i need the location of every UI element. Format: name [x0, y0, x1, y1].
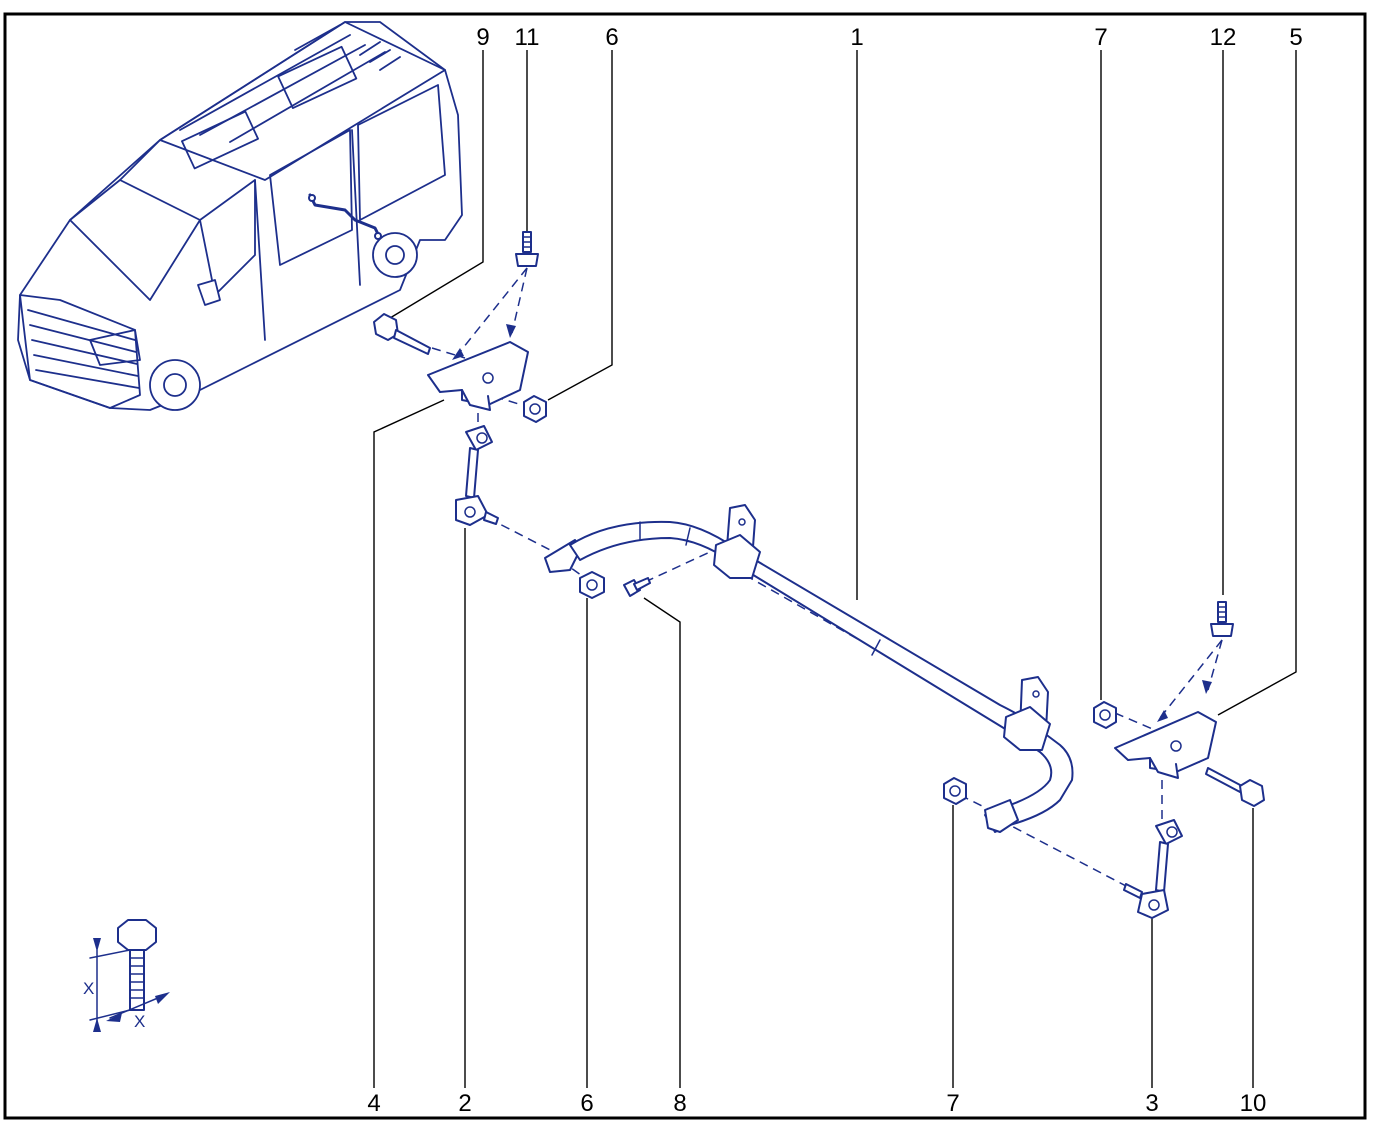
callout-6-bottom: 6	[580, 1090, 593, 1117]
stabiliser-bar-1	[544, 504, 1074, 833]
link-3	[1123, 819, 1183, 919]
callout-11: 11	[515, 24, 540, 51]
torque-x-horizontal-label: X	[134, 1012, 145, 1031]
callout-2: 2	[458, 1090, 471, 1117]
callout-7-top: 7	[1094, 24, 1107, 51]
callout-8: 8	[673, 1090, 686, 1117]
bolt-9	[373, 313, 431, 355]
nut-7-bottom	[943, 777, 967, 805]
callout-5: 5	[1289, 24, 1302, 51]
callout-12: 12	[1210, 24, 1237, 51]
bracket-5	[1114, 711, 1217, 779]
diagram-frame	[3, 12, 1367, 1120]
nut-6-top	[523, 395, 547, 423]
link-2	[455, 425, 499, 526]
torque-x-vertical-label: X	[83, 979, 94, 998]
bolt-11	[515, 231, 539, 267]
callouts-bottom: 4 2 6 8 7 3 10	[367, 1090, 1266, 1117]
assembly-lines	[431, 267, 1223, 888]
nut-7-top	[1093, 701, 1117, 729]
bolt-10	[1205, 767, 1265, 807]
torque-bolt-symbol: X X	[83, 919, 170, 1032]
callout-4: 4	[367, 1090, 380, 1117]
nut-6-bottom	[579, 571, 605, 599]
callouts-top: 9 11 6 1 7 12 5	[476, 24, 1302, 51]
callout-3: 3	[1145, 1090, 1158, 1117]
callout-1: 1	[850, 24, 863, 51]
screw-8	[623, 577, 651, 597]
callout-9: 9	[476, 24, 489, 51]
callout-7-bottom: 7	[946, 1090, 959, 1117]
bolt-12	[1210, 601, 1234, 637]
van-illustration	[17, 21, 463, 411]
callout-6-top: 6	[605, 24, 618, 51]
bracket-4	[427, 341, 529, 411]
leader-lines	[373, 50, 1297, 1088]
callout-10: 10	[1240, 1090, 1267, 1117]
